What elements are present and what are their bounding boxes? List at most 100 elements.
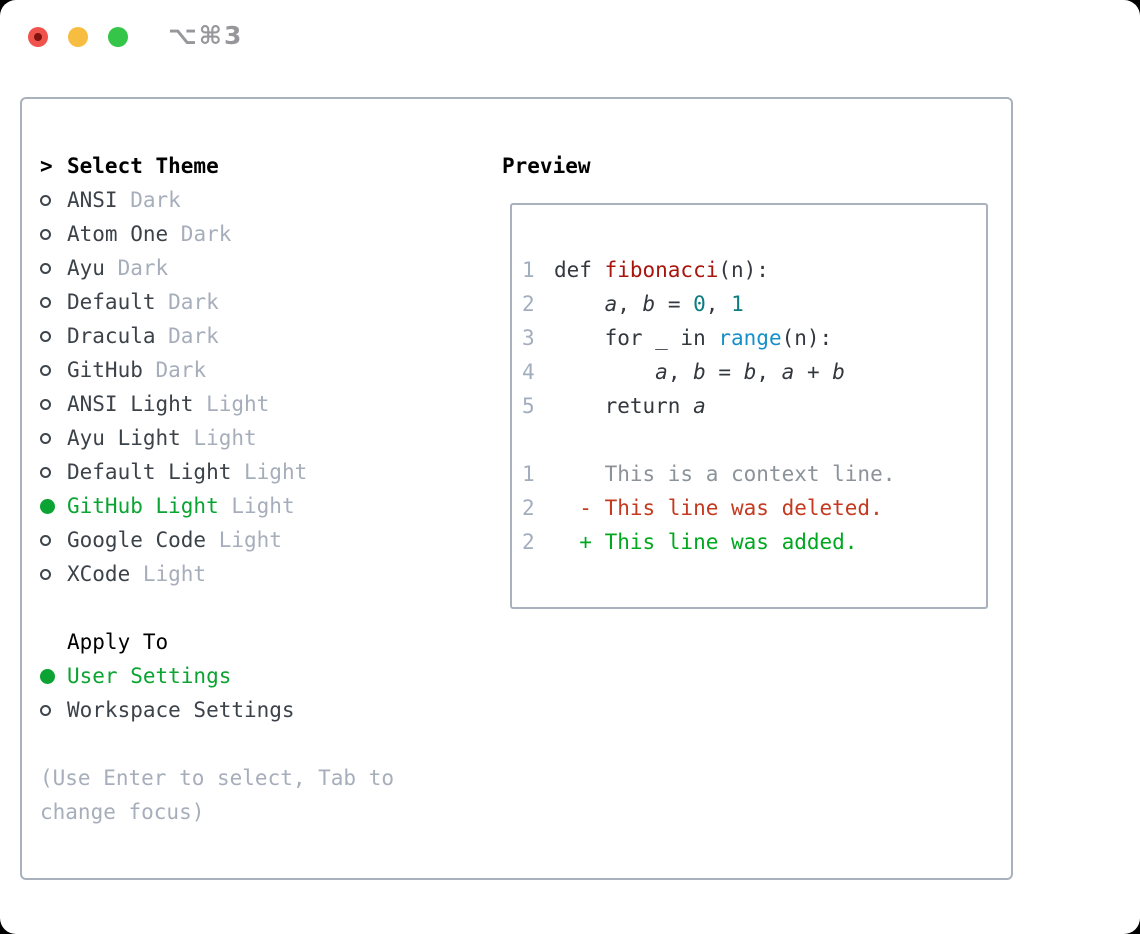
radio-icon	[40, 398, 51, 410]
radio-slot	[40, 466, 67, 478]
radio-icon	[40, 432, 51, 444]
line-number: 2	[522, 530, 535, 554]
radio-slot	[40, 398, 67, 410]
code-segment-code: (n):	[781, 326, 833, 350]
radio-selected-icon	[40, 498, 55, 514]
theme-name: Google Code	[67, 528, 219, 552]
code-segment-num: 1	[731, 292, 744, 316]
theme-option-dracula[interactable]: Dracula Dark	[40, 319, 394, 353]
code-segment-func: fibonacci	[604, 258, 719, 282]
code-segment-var: b	[693, 360, 706, 384]
code-segment-added: + This line was added.	[554, 530, 858, 554]
code-segment-context: This is a context line.	[554, 462, 896, 486]
theme-variant: Light	[206, 392, 270, 416]
radio-icon	[40, 568, 51, 580]
theme-option-github-light[interactable]: GitHub Light Light	[40, 489, 394, 523]
theme-variant: Dark	[117, 256, 169, 280]
select-theme-title: Select Theme	[67, 154, 219, 178]
diff-line: 2 - This line was deleted.	[522, 491, 986, 525]
spacer	[40, 591, 394, 625]
theme-variant: Dark	[180, 222, 232, 246]
diff-line: 2 + This line was added.	[522, 525, 986, 559]
theme-option-ayu[interactable]: Ayu Dark	[40, 251, 394, 285]
radio-icon	[40, 364, 51, 376]
radio-icon	[40, 194, 51, 206]
code-segment-code: ,	[617, 292, 643, 316]
code-segment-var: a	[781, 360, 795, 384]
radio-icon	[40, 262, 51, 274]
theme-option-xcode[interactable]: XCode Light	[40, 557, 394, 591]
theme-variant: Dark	[168, 290, 219, 314]
code-segment-code: =	[705, 360, 744, 384]
radio-icon	[40, 330, 51, 342]
line-number: 1	[522, 462, 535, 486]
theme-name: Default Light	[67, 460, 245, 484]
theme-option-atom-one[interactable]: Atom One Dark	[40, 217, 394, 251]
apply-option-label: Workspace Settings	[67, 698, 295, 722]
line-number: 3	[522, 326, 535, 350]
theme-option-default[interactable]: Default Dark	[40, 285, 394, 319]
code-segment-code: def	[554, 258, 605, 282]
line-number: 4	[522, 360, 535, 384]
theme-name: GitHub Light	[67, 494, 232, 518]
code-segment-var: a	[655, 360, 668, 384]
radio-slot	[40, 262, 67, 274]
code-segment-code: (n):	[718, 258, 769, 282]
radio-slot	[40, 704, 67, 716]
theme-name: Default	[67, 290, 169, 314]
theme-name: Dracula	[67, 324, 169, 348]
radio-slot	[40, 296, 67, 308]
theme-variant: Light	[142, 562, 207, 586]
unsaved-changes-dot-icon	[34, 33, 42, 41]
window-title-shortcut: ⌥⌘3	[168, 21, 244, 50]
traffic-lights	[28, 27, 128, 47]
theme-variant: Dark	[168, 324, 219, 348]
theme-variant: Dark	[155, 358, 207, 382]
close-button[interactable]	[28, 27, 48, 47]
code-segment-code	[554, 360, 655, 384]
theme-name: ANSI	[67, 188, 131, 212]
code-segment-var: b	[642, 292, 656, 316]
theme-option-ansi[interactable]: ANSI Dark	[40, 183, 394, 217]
theme-variant: Light	[193, 426, 257, 450]
theme-option-default-light[interactable]: Default Light Light	[40, 455, 394, 489]
radio-icon	[40, 296, 51, 308]
theme-option-ansi-light[interactable]: ANSI Light Light	[40, 387, 394, 421]
cursor-prefix: >	[40, 154, 53, 178]
radio-slot	[40, 330, 67, 342]
theme-name: ANSI Light	[67, 392, 207, 416]
theme-option-github[interactable]: GitHub Dark	[40, 353, 394, 387]
line-number: 1	[522, 258, 535, 282]
code-segment-code	[554, 292, 605, 316]
code-line: 2 a, b = 0, 1	[522, 287, 986, 321]
theme-name: Ayu Light	[67, 426, 194, 450]
theme-option-google-code[interactable]: Google Code Light	[40, 523, 394, 557]
code-segment-code: +	[794, 360, 833, 384]
help-line: (Use Enter to select, Tab to	[40, 766, 395, 790]
diff-line: 1 This is a context line.	[522, 457, 986, 491]
zoom-button[interactable]	[108, 27, 128, 47]
theme-option-ayu-light[interactable]: Ayu Light Light	[40, 421, 394, 455]
radio-slot	[40, 432, 67, 444]
line-number: 2	[522, 496, 535, 520]
apply-option-user-settings[interactable]: User Settings	[40, 659, 394, 693]
radio-icon	[40, 466, 51, 478]
radio-icon	[40, 228, 51, 240]
code-line: 1 def fibonacci(n):	[522, 253, 986, 287]
radio-icon	[40, 704, 51, 716]
code-line: 5 return a	[522, 389, 986, 423]
radio-slot	[40, 194, 67, 206]
code-segment-var: a	[604, 292, 618, 316]
minimize-button[interactable]	[68, 27, 88, 47]
line-number: 5	[522, 394, 535, 418]
code-segment-var: b	[832, 360, 845, 384]
apply-option-workspace-settings[interactable]: Workspace Settings	[40, 693, 394, 727]
code-segment-code: for _ in	[554, 326, 719, 350]
help-line: change focus)	[40, 800, 205, 824]
blank-line	[522, 423, 986, 457]
